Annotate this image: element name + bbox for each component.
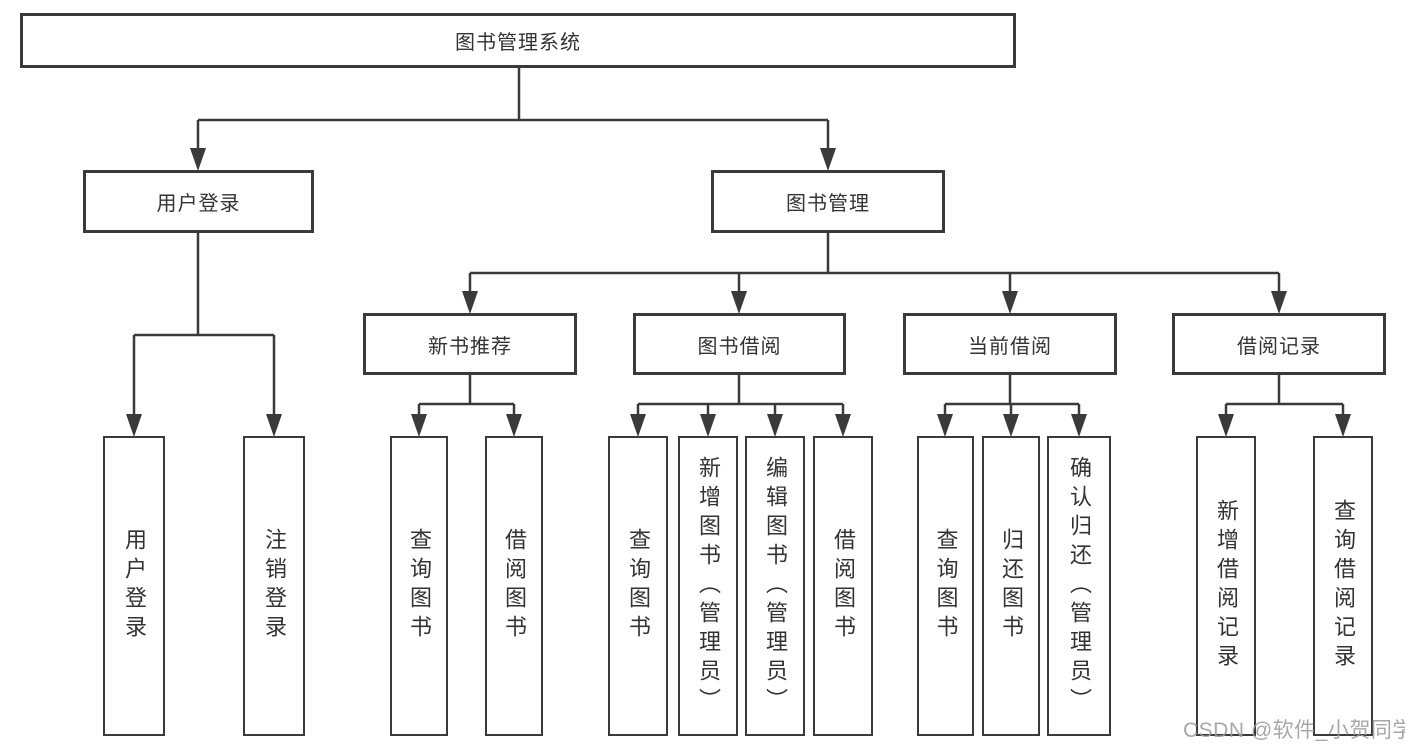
node-borrow-records: 借阅记录 bbox=[1172, 313, 1386, 375]
node-library-management-system: 图书管理系统 bbox=[20, 13, 1016, 68]
leaf-query-books-1: 查询图书 bbox=[390, 436, 448, 736]
leaf-label: 查询图书 bbox=[407, 528, 432, 644]
leaf-label: 归还图书 bbox=[999, 528, 1024, 644]
leaf-query-books-3: 查询图书 bbox=[917, 436, 974, 736]
leaf-label: 新增借阅记录 bbox=[1214, 499, 1239, 673]
csdn-watermark: CSDN @软件_小贺同学 bbox=[1183, 719, 1405, 742]
leaf-confirm-return-admin: 确认归还（管理员） bbox=[1047, 436, 1111, 736]
leaf-label: 新增图书（管理员） bbox=[696, 455, 721, 717]
leaf-edit-books-admin: 编辑图书（管理员） bbox=[745, 436, 805, 736]
node-book-borrow: 图书借阅 bbox=[633, 313, 846, 375]
node-new-book-recommend: 新书推荐 bbox=[363, 313, 577, 375]
leaf-label: 编辑图书（管理员） bbox=[763, 455, 788, 717]
leaf-label: 查询图书 bbox=[626, 528, 651, 644]
leaf-label: 注销登录 bbox=[262, 528, 287, 644]
node-current-borrow: 当前借阅 bbox=[903, 313, 1117, 375]
leaf-label: 用户登录 bbox=[122, 528, 147, 644]
leaf-user-login: 用户登录 bbox=[103, 436, 165, 736]
leaf-query-borrow-record: 查询借阅记录 bbox=[1313, 436, 1373, 736]
node-book-management: 图书管理 bbox=[711, 170, 945, 233]
leaf-return-books: 归还图书 bbox=[982, 436, 1040, 736]
leaf-label: 查询借阅记录 bbox=[1331, 499, 1356, 673]
leaf-label: 借阅图书 bbox=[502, 528, 527, 644]
leaf-logout: 注销登录 bbox=[243, 436, 305, 736]
leaf-label: 确认归还（管理员） bbox=[1067, 455, 1092, 717]
leaf-label: 查询图书 bbox=[933, 528, 959, 644]
leaf-add-borrow-record: 新增借阅记录 bbox=[1196, 436, 1256, 736]
leaf-label: 借阅图书 bbox=[831, 528, 856, 644]
leaf-borrow-books-2: 借阅图书 bbox=[813, 436, 873, 736]
arrowheads bbox=[126, 148, 1351, 437]
node-user-login: 用户登录 bbox=[83, 170, 314, 233]
leaf-query-books-2: 查询图书 bbox=[608, 436, 668, 736]
leaf-borrow-books-1: 借阅图书 bbox=[485, 436, 543, 736]
leaf-add-books-admin: 新增图书（管理员） bbox=[678, 436, 738, 736]
